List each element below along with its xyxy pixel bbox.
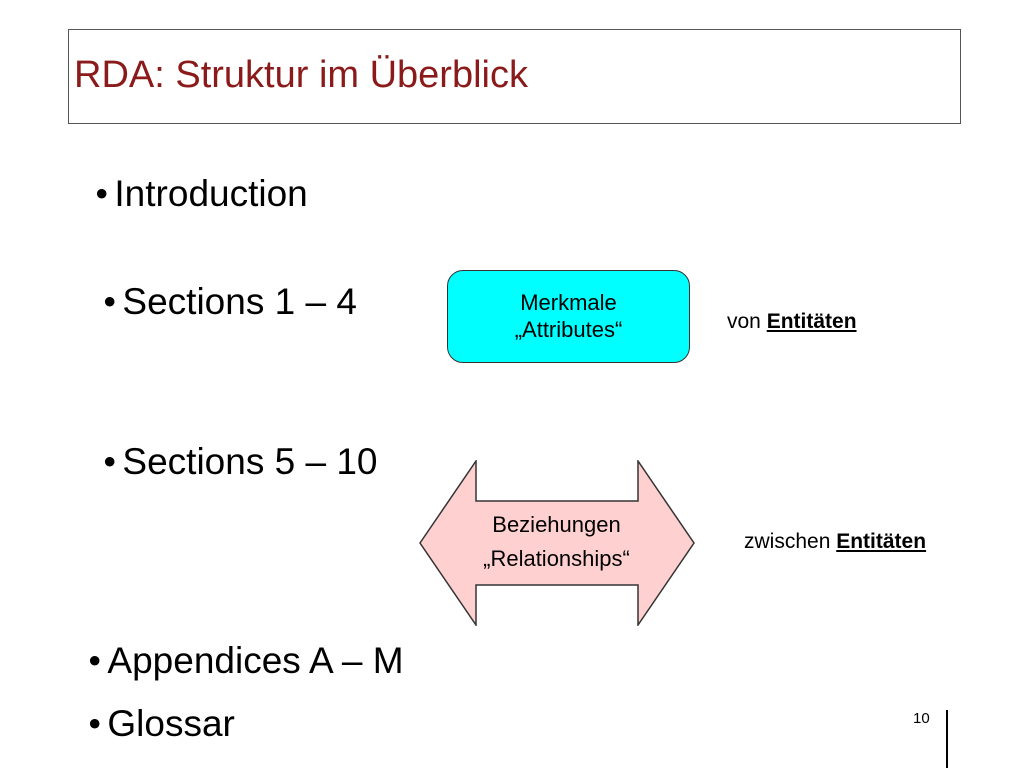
double-arrow-shape bbox=[419, 460, 695, 626]
bullet-dot-icon: ● bbox=[103, 287, 117, 313]
zwischen-prefix: zwischen bbox=[744, 530, 831, 553]
bullet-introduction-text: Introduction bbox=[114, 173, 308, 214]
attributes-box-line1: Merkmale bbox=[520, 290, 617, 316]
zwischen-entitaeten-bold: Entitäten bbox=[836, 530, 927, 553]
page-divider bbox=[946, 710, 948, 768]
double-arrow-icon bbox=[419, 460, 695, 626]
bullet-sections-5-10: ●Sections 5 – 10 bbox=[103, 443, 377, 480]
slide-title: RDA: Struktur im Überblick bbox=[74, 54, 528, 96]
bullet-glossar-text: Glossar bbox=[107, 703, 235, 744]
zwischen-entitaeten-label: zwischen Entitäten bbox=[744, 530, 926, 554]
bullet-appendices-text: Appendices A – M bbox=[107, 640, 404, 681]
bullet-sections-1-4: ●Sections 1 – 4 bbox=[103, 283, 357, 320]
relationships-arrow-line2: „Relationships“ bbox=[483, 546, 630, 572]
attributes-box-line2: „Attributes“ bbox=[514, 316, 623, 342]
page-number: 10 bbox=[913, 710, 930, 727]
von-entitaeten-bold: Entitäten bbox=[766, 310, 857, 333]
relationships-arrow-line1: Beziehungen bbox=[492, 512, 621, 537]
bullet-sections-5-10-text: Sections 5 – 10 bbox=[122, 441, 378, 482]
attributes-box: Merkmale „Attributes“ bbox=[447, 270, 690, 363]
bullet-dot-icon: ● bbox=[88, 646, 102, 672]
bullet-dot-icon: ● bbox=[103, 447, 117, 473]
bullet-sections-1-4-text: Sections 1 – 4 bbox=[122, 281, 357, 322]
von-prefix: von bbox=[727, 310, 761, 333]
bullet-appendices: ●Appendices A – M bbox=[88, 642, 404, 679]
bullet-introduction: ●Introduction bbox=[95, 175, 308, 212]
bullet-dot-icon: ● bbox=[95, 179, 109, 205]
bullet-glossar: ●Glossar bbox=[88, 705, 235, 742]
bullet-dot-icon: ● bbox=[88, 709, 102, 735]
title-box: RDA: Struktur im Überblick bbox=[68, 29, 961, 124]
von-entitaeten-label: von Entitäten bbox=[727, 310, 857, 334]
relationships-arrow-text: Beziehungen „Relationships“ bbox=[419, 508, 694, 576]
